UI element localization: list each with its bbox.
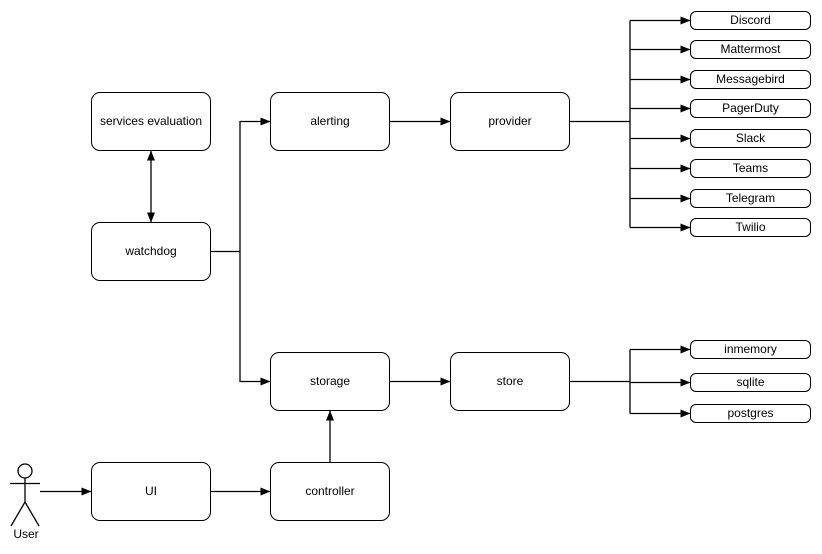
node-alerting: alerting bbox=[270, 92, 390, 151]
leaf-messagebird: Messagebird bbox=[690, 70, 811, 89]
leaf-slack: Slack bbox=[690, 129, 811, 148]
leaf-twilio: Twilio bbox=[690, 218, 811, 237]
leaf-inmemory: inmemory bbox=[690, 340, 811, 359]
node-label: watchdog bbox=[125, 243, 177, 258]
node-label: UI bbox=[145, 483, 157, 498]
node-controller: controller bbox=[270, 462, 390, 521]
leaf-label: postgres bbox=[727, 405, 774, 420]
actor-head bbox=[17, 463, 33, 479]
leaf-postgres: postgres bbox=[690, 404, 811, 423]
node-label: provider bbox=[488, 113, 532, 128]
node-ui: UI bbox=[91, 462, 211, 521]
node-store: store bbox=[450, 352, 570, 411]
edge-junction-alerting bbox=[239, 117, 271, 252]
edge-provider-trunk bbox=[570, 20, 631, 228]
leaf-teams: Teams bbox=[690, 159, 811, 178]
leaf-label: Twilio bbox=[735, 219, 766, 234]
node-watchdog: watchdog bbox=[91, 222, 211, 281]
user-actor-icon bbox=[10, 463, 40, 527]
actor-label: User bbox=[13, 527, 39, 541]
leaf-label: inmemory bbox=[724, 341, 777, 356]
leaf-label: Slack bbox=[735, 130, 766, 145]
leaf-label: sqlite bbox=[736, 374, 765, 389]
node-services-evaluation: services evaluation bbox=[91, 92, 211, 151]
leaf-telegram: Telegram bbox=[690, 189, 811, 208]
leaf-label: Teams bbox=[732, 160, 769, 175]
node-label: alerting bbox=[310, 113, 350, 128]
node-label: services evaluation bbox=[99, 113, 203, 128]
leaf-discord: Discord bbox=[690, 11, 811, 30]
edge-junction-storage bbox=[239, 251, 271, 386]
actor-right-leg bbox=[24, 501, 40, 527]
leaf-label: Messagebird bbox=[716, 71, 785, 86]
leaf-label: Telegram bbox=[725, 190, 776, 205]
node-label: controller bbox=[305, 483, 355, 498]
leaf-label: Mattermost bbox=[720, 41, 781, 56]
leaf-label: Discord bbox=[730, 12, 771, 27]
node-storage: storage bbox=[270, 352, 390, 411]
actor-left-leg bbox=[10, 501, 26, 527]
leaf-label: PagerDuty bbox=[722, 100, 779, 115]
leaf-mattermost: Mattermost bbox=[690, 40, 811, 59]
leaf-pagerduty: PagerDuty bbox=[690, 99, 811, 118]
edge-store-trunk bbox=[570, 349, 631, 414]
node-label: store bbox=[496, 373, 524, 388]
leaf-sqlite: sqlite bbox=[690, 373, 811, 392]
node-label: storage bbox=[309, 373, 351, 388]
node-provider: provider bbox=[450, 92, 570, 151]
